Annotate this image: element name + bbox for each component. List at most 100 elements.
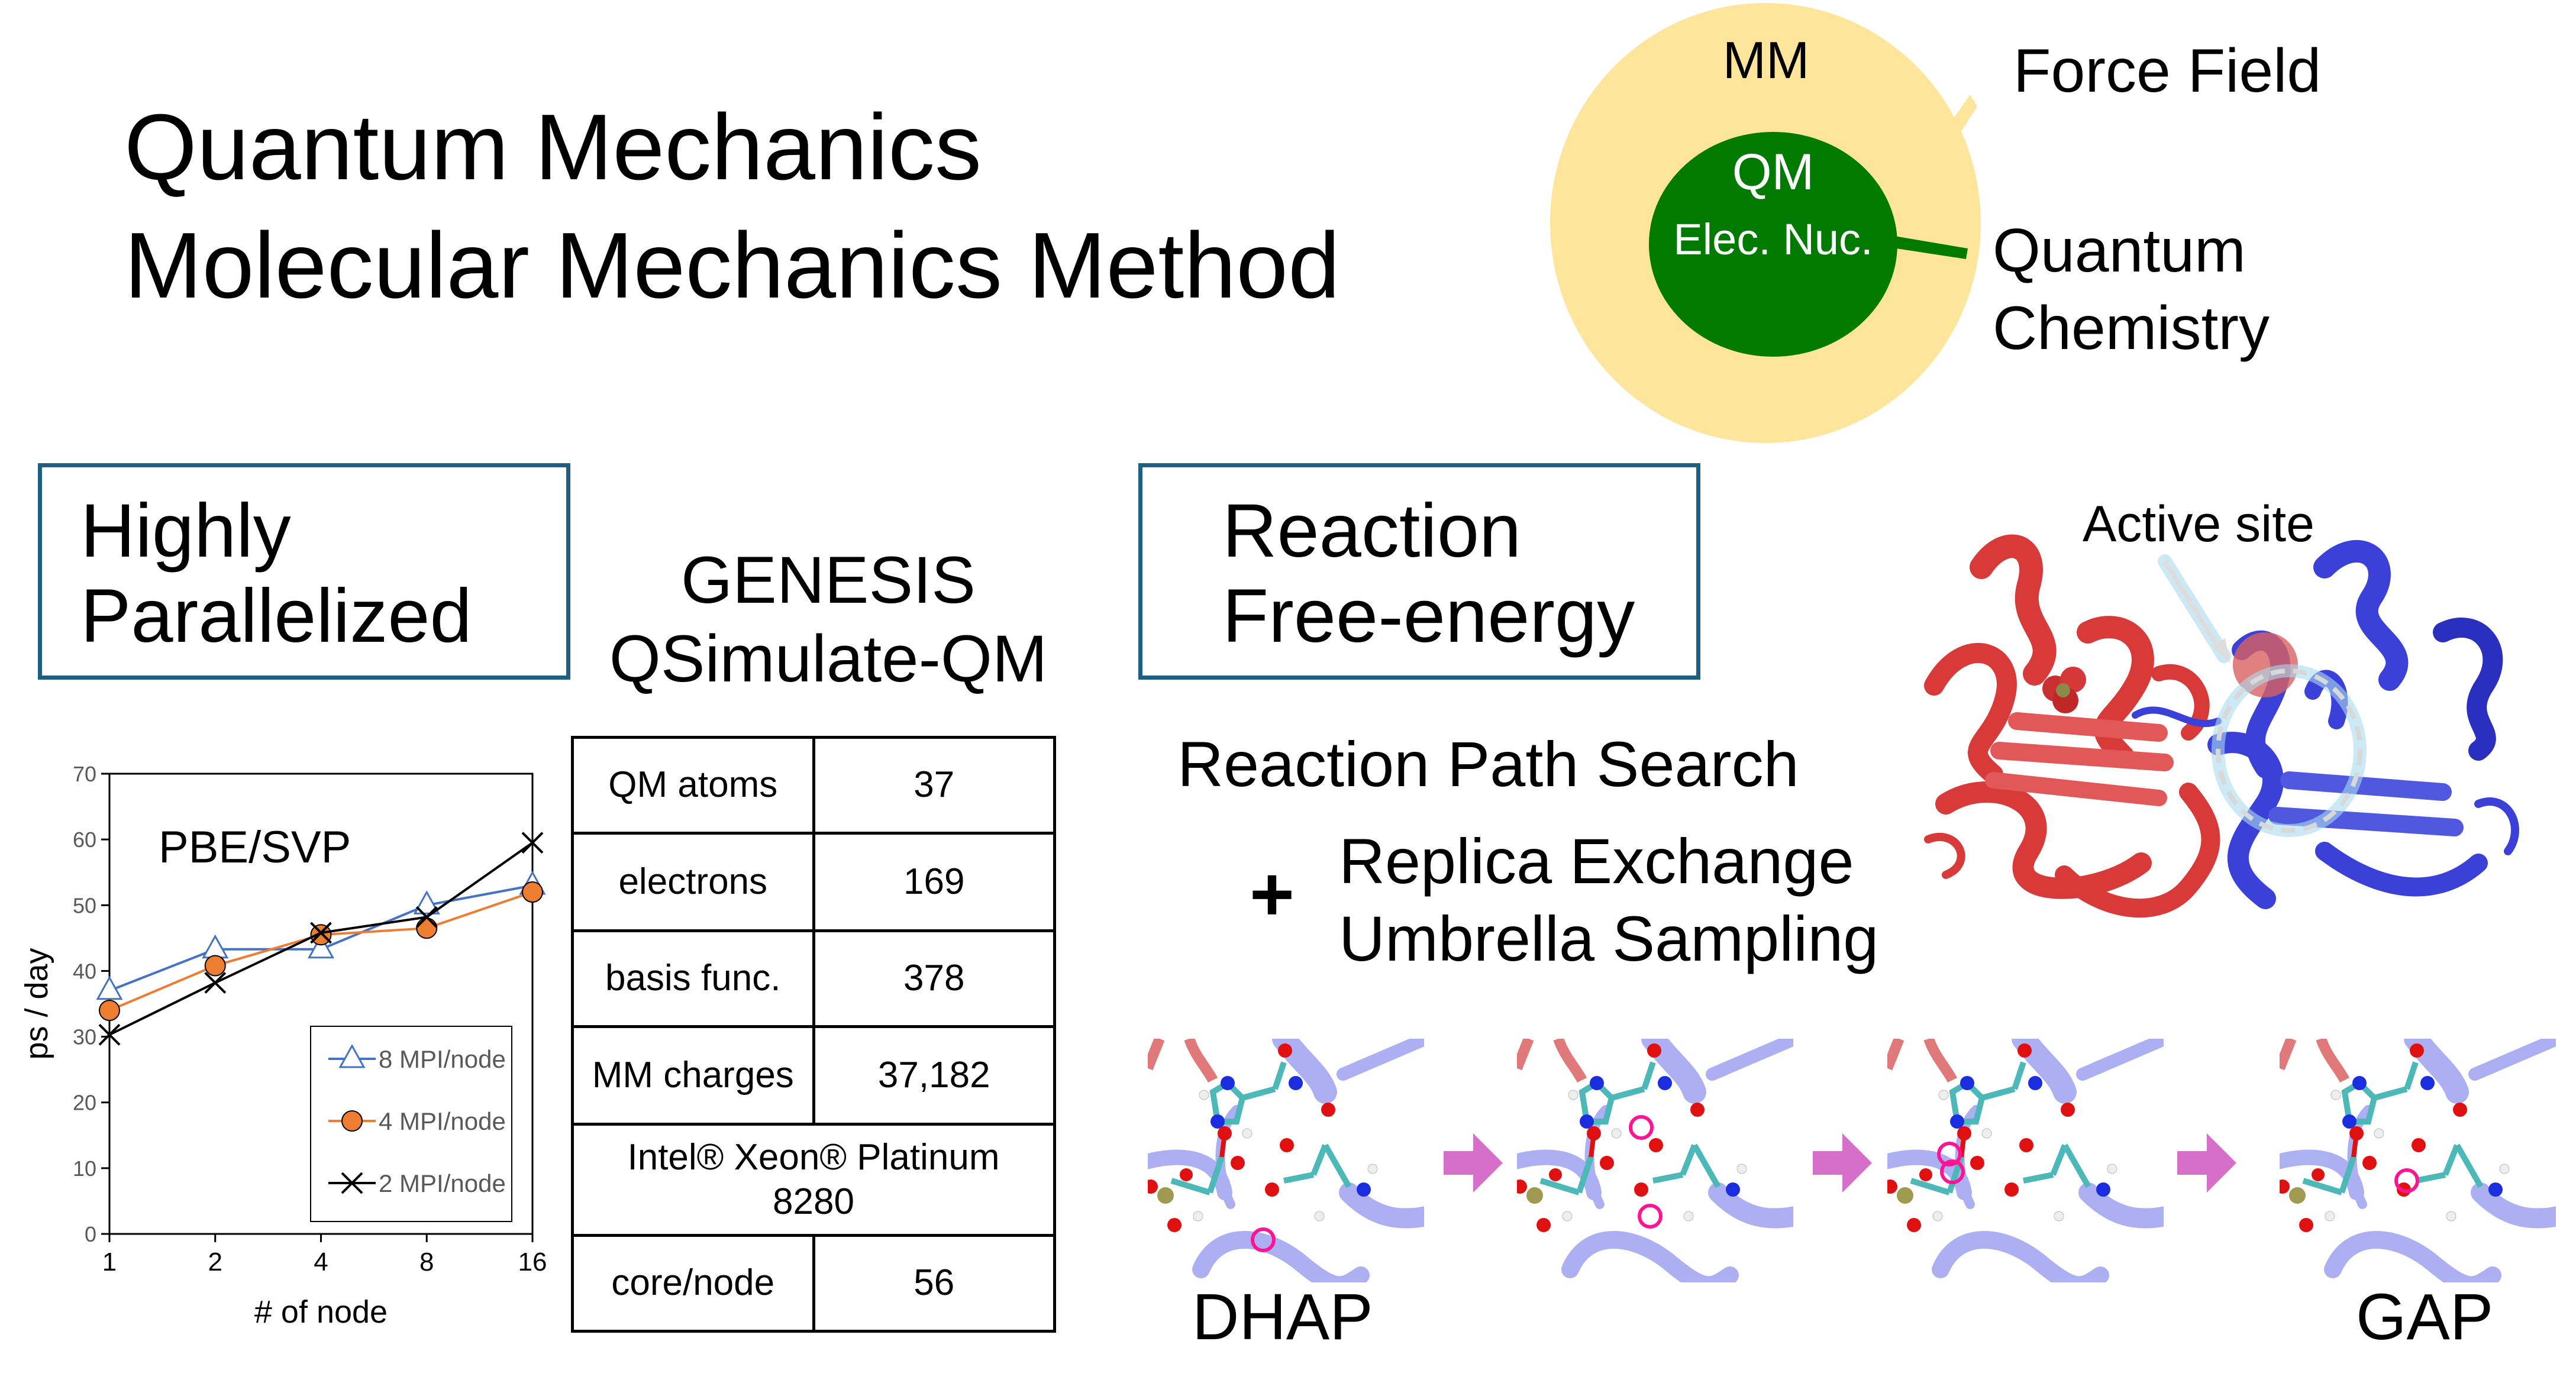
table-cell-value: 169 — [812, 832, 1056, 932]
x-marker-stroke — [521, 832, 544, 854]
table-row: core/node 56 — [571, 1234, 1056, 1333]
histidine-residue — [1938, 1043, 2042, 1139]
legend-marker — [341, 1110, 363, 1132]
y-tick-label: 0 — [85, 1222, 96, 1246]
histidine-residue — [2330, 1043, 2435, 1139]
y-tick-label: 10 — [73, 1156, 96, 1181]
backbone-ribbon — [1148, 1039, 1424, 1282]
glutamate-residue — [2004, 1103, 2117, 1222]
table-row: QM atoms 37 — [571, 736, 1056, 835]
data-point — [99, 1000, 120, 1022]
table-cell-label: basis func. — [571, 929, 815, 1028]
chart-title: PBE/SVP — [159, 822, 351, 872]
x-tick-label: 2 — [208, 1248, 222, 1277]
cpu-line-1: Intel® Xeon® Platinum — [627, 1137, 1000, 1178]
y-axis-label: ps / day — [19, 948, 54, 1059]
reaction-free-energy-box: Reaction Free-energy — [1138, 463, 1700, 680]
software-name-2: QSimulate-QM — [609, 622, 1048, 696]
legend-marker — [341, 1172, 363, 1194]
mm-label: MM — [1722, 31, 1810, 89]
histidine-residue — [1199, 1043, 1303, 1139]
data-point — [416, 917, 438, 939]
backbone-ribbon — [1517, 1039, 1793, 1282]
legend-label: 2 MPI/node — [379, 1169, 506, 1197]
legend-item: 2 MPI/node — [328, 1169, 506, 1197]
highly-parallelized-line-2: Parallelized — [80, 574, 472, 658]
reaction-snapshot-frame — [1517, 1039, 1793, 1282]
data-point — [204, 955, 226, 977]
substrate-molecule — [2280, 1126, 2377, 1232]
x-marker-stroke — [415, 906, 438, 928]
data-point — [307, 934, 335, 959]
chart-series — [96, 832, 546, 1046]
qm-sublabel: Elec. Nuc. — [1673, 215, 1873, 264]
x-tick-label: 8 — [419, 1248, 434, 1277]
force-field-label: Force Field — [2013, 37, 2322, 105]
substrate-molecule — [1517, 1126, 1614, 1232]
legend-label: 4 MPI/node — [379, 1107, 506, 1135]
quantum-chemistry-label-2: Chemistry — [1993, 294, 2270, 363]
reaction-snapshot-frame — [1887, 1039, 2164, 1282]
qmmm-diagram — [1550, 3, 1981, 443]
transfer-hydrogen-highlight — [1251, 1227, 1276, 1252]
transfer-hydrogen-highlight — [1937, 1142, 1962, 1166]
quantum-chemistry-callout-line — [1889, 235, 1968, 259]
legend-label: 8 MPI/node — [379, 1045, 506, 1073]
molecular-snapshot — [1148, 1039, 1424, 1282]
cpu-line-2: 8280 — [773, 1181, 854, 1222]
glutamate-residue — [1634, 1103, 1747, 1222]
right-arrow-icon — [2177, 1133, 2236, 1193]
y-tick-label: 50 — [73, 893, 96, 917]
red-ribbon-fragment — [1887, 1039, 1958, 1083]
glutamate-residue — [1265, 1103, 1378, 1222]
molecular-snapshot — [2280, 1039, 2556, 1282]
software-name-1: GENESIS — [681, 543, 976, 617]
replica-exchange-label: Replica Exchange — [1339, 825, 1854, 897]
transfer-hydrogen-highlight — [1638, 1204, 1663, 1229]
reaction-line-1: Reaction — [1222, 489, 1522, 573]
y-tick-label: 30 — [73, 1025, 96, 1049]
reaction-line-2: Free-energy — [1222, 574, 1635, 658]
spec-table: QM atoms 37 electrons 169 basis func. 37… — [571, 736, 1056, 1333]
protein-structure-image — [1924, 534, 2519, 918]
table-cell-cpu: Intel® Xeon® Platinum 8280 — [571, 1123, 1056, 1237]
legend-item: 4 MPI/node — [328, 1107, 506, 1135]
x-axis-label: # of node — [254, 1294, 388, 1330]
histidine-residue — [1568, 1043, 1672, 1139]
reaction-start-label: DHAP — [1192, 1281, 1373, 1353]
plus-sign: + — [1250, 851, 1295, 937]
active-site-label: Active site — [2083, 496, 2314, 552]
qm-region — [1649, 132, 1897, 357]
y-tick-label: 40 — [73, 959, 96, 983]
x-marker-stroke — [310, 922, 332, 944]
table-cell-value: 56 — [812, 1234, 1056, 1333]
red-ribbon-fragment — [1517, 1039, 1587, 1083]
right-arrow-icon — [1444, 1133, 1503, 1193]
table-cell-value: 37 — [812, 736, 1056, 835]
force-field-callout-line — [1954, 95, 1977, 131]
data-point — [522, 881, 543, 903]
data-point — [415, 906, 438, 928]
x-marker-stroke — [204, 972, 227, 994]
highly-parallelized-line-1: Highly — [80, 489, 291, 573]
reaction-snapshot-frame — [1148, 1039, 1424, 1282]
protein-subunit-blue — [2132, 539, 2519, 909]
x-marker-stroke — [341, 1172, 363, 1194]
transfer-hydrogen-highlight — [2394, 1168, 2419, 1193]
molecular-snapshot — [1887, 1039, 2164, 1282]
x-tick-label: 4 — [314, 1248, 328, 1277]
table-row: MM charges 37,182 — [571, 1025, 1056, 1126]
chart-legend: 8 MPI/node 4 MPI/node 2 MPI/node — [310, 1026, 512, 1222]
backbone-ribbon — [2280, 1039, 2556, 1282]
umbrella-sampling-label: Umbrella Sampling — [1339, 903, 1879, 974]
legend-marker — [338, 1043, 366, 1068]
data-point — [310, 924, 332, 946]
data-point — [98, 1023, 121, 1046]
table-cell-label: MM charges — [571, 1025, 815, 1126]
reaction-step-arrow-icon — [1813, 1133, 1872, 1195]
title-line-2: Molecular Mechanics Method — [124, 214, 1340, 318]
series-2-mpi-node — [98, 832, 544, 1046]
table-cell-value: 378 — [812, 929, 1056, 1028]
table-row-cpu: Intel® Xeon® Platinum 8280 — [571, 1123, 1056, 1237]
